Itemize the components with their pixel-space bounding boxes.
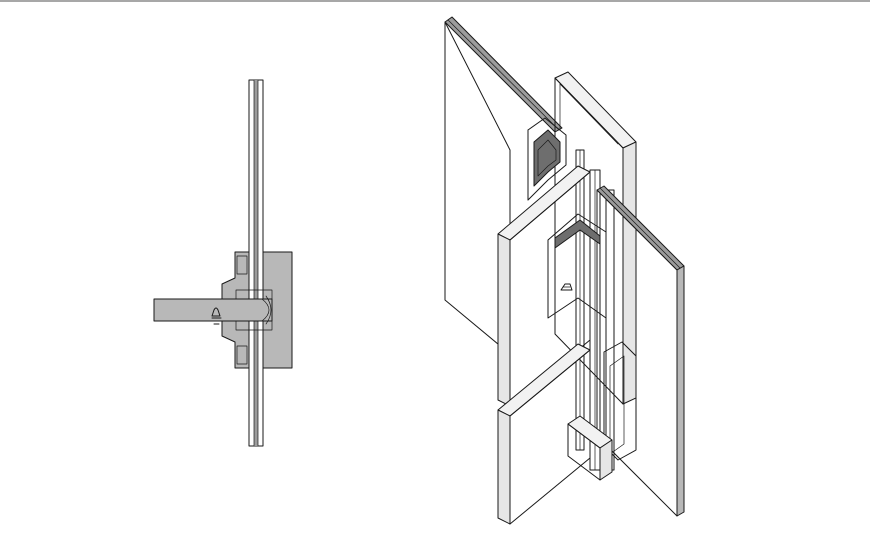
hinge-arm-section [153, 295, 273, 325]
hinge-body-lower [497, 343, 591, 525]
glass-panel-back [444, 16, 563, 355]
section-view-drawing [153, 79, 293, 447]
hinge-body-main [497, 165, 607, 407]
isometric-view-drawing [444, 16, 685, 525]
fastener-icon [560, 283, 573, 291]
screw-icon [211, 307, 222, 325]
glass-panel-front [596, 185, 685, 517]
glass-panel-section [248, 79, 264, 447]
stop-block [567, 415, 613, 481]
glass-clip-upper [527, 117, 567, 201]
upper-fixed-block [554, 71, 637, 405]
